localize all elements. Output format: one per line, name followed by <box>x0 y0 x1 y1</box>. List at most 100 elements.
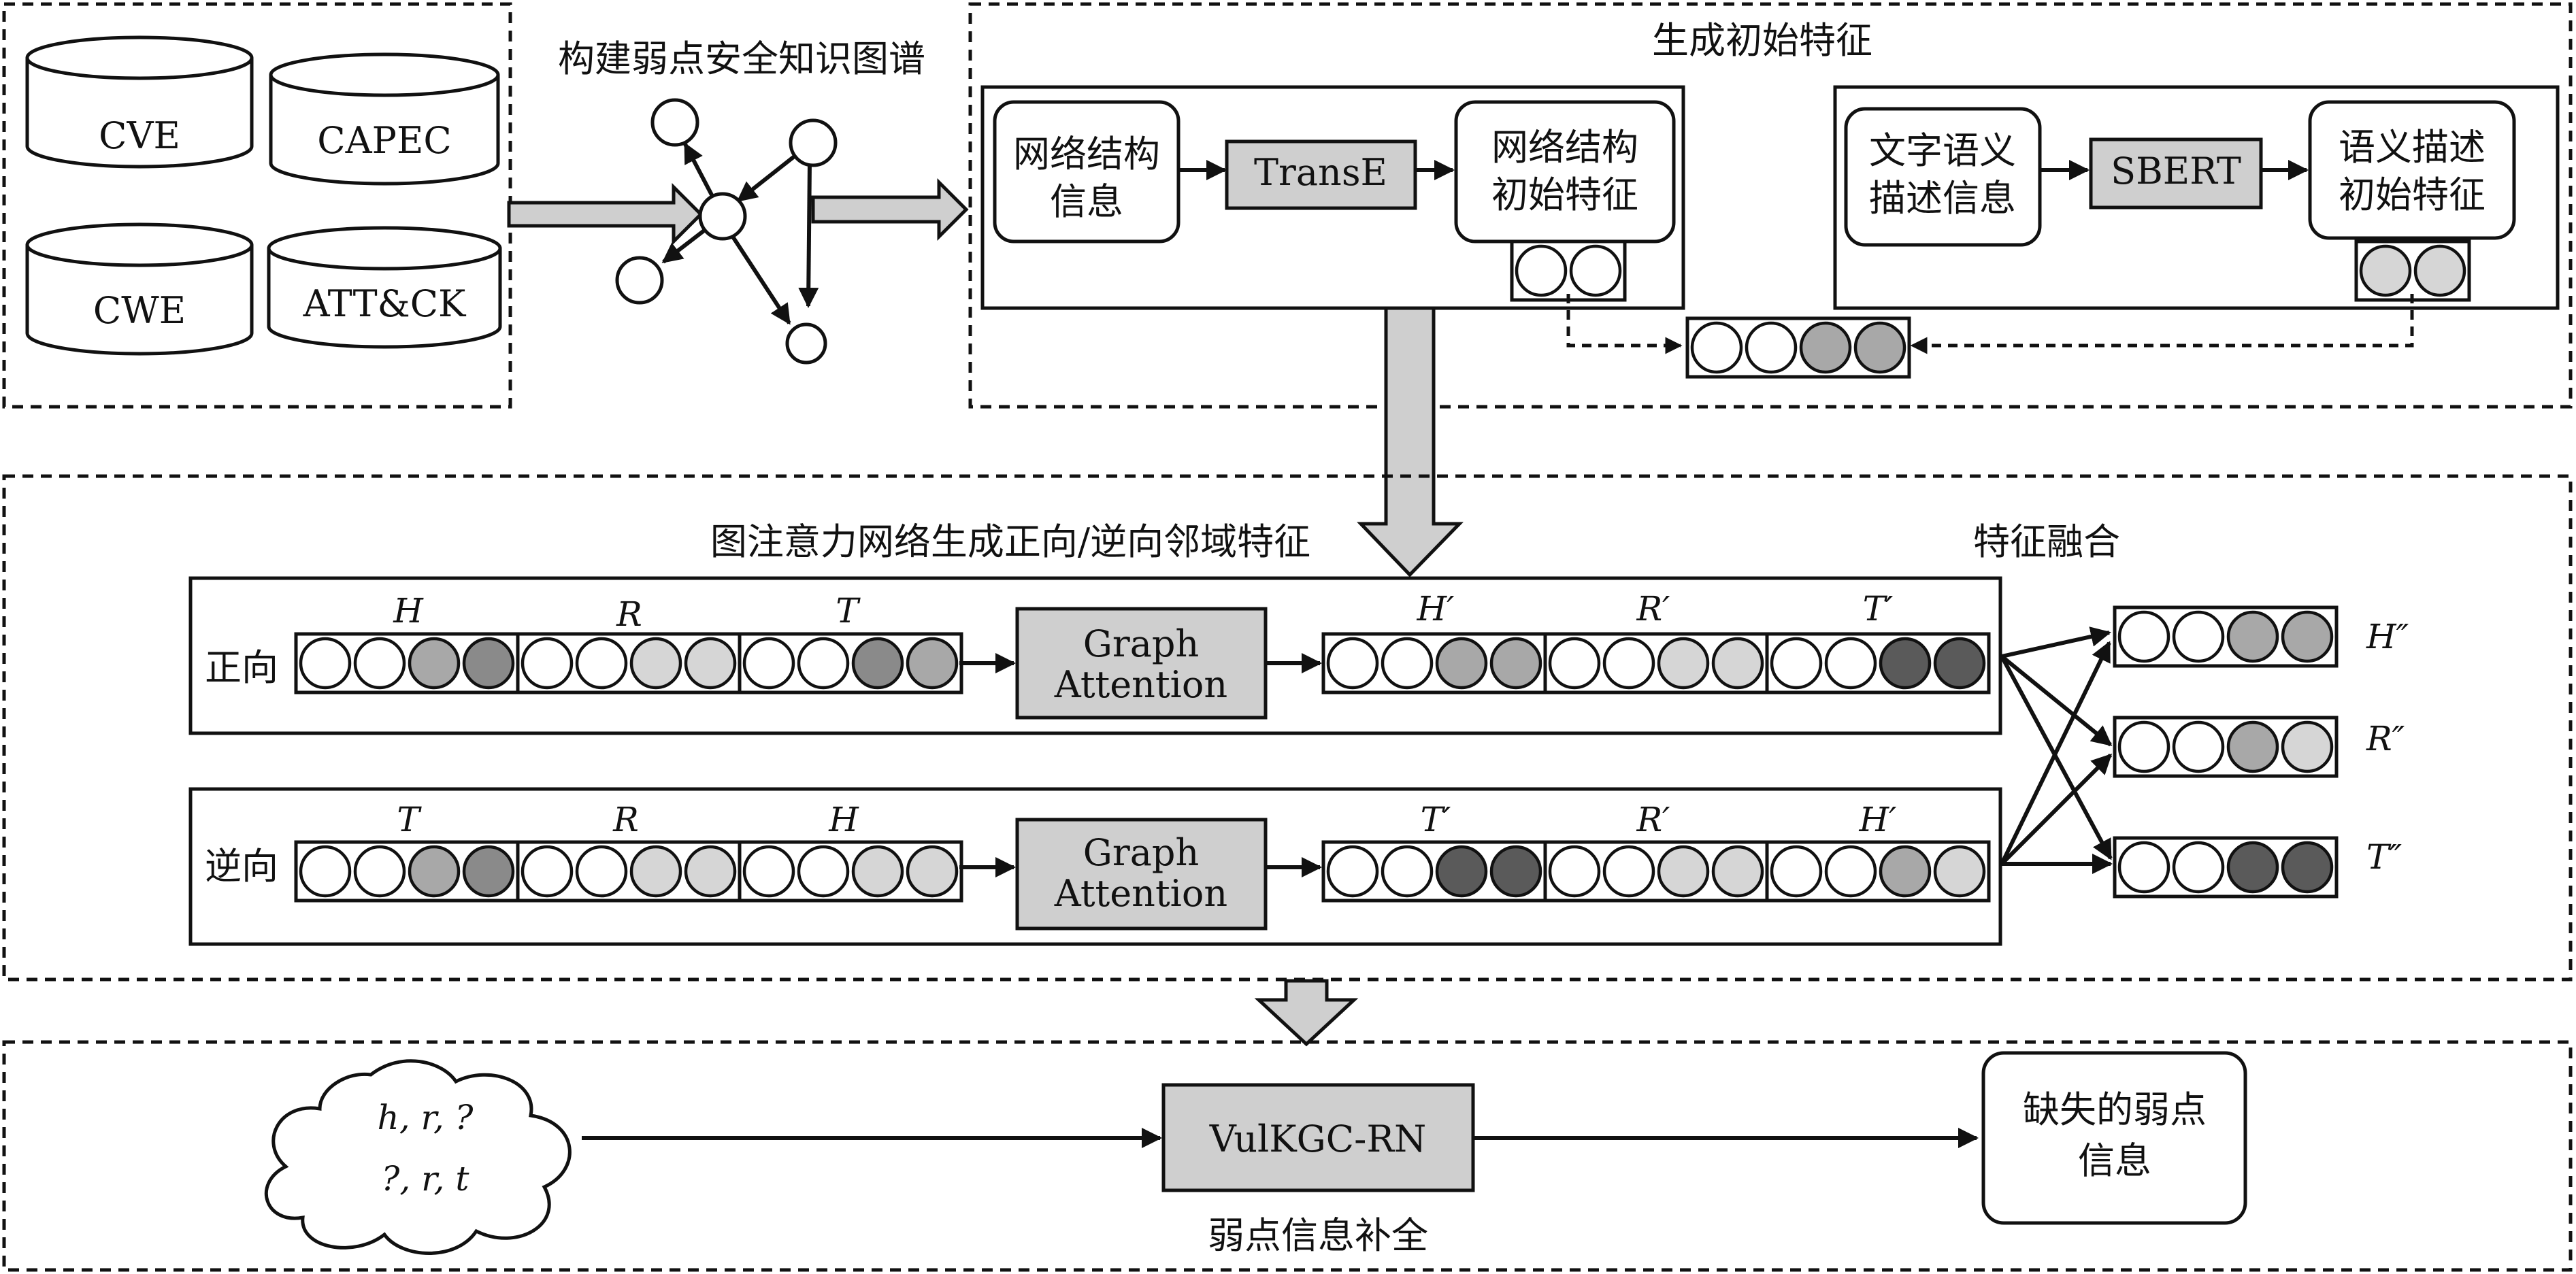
vulkgc-rn-label: VulKGC-RN <box>1209 1118 1427 1160</box>
struct-feat-box <box>1454 100 1676 244</box>
fwd-out-vec-cell <box>1381 637 1434 690</box>
rev-in-vec-cell <box>742 845 795 898</box>
rev-in-t: T <box>397 800 422 839</box>
fwd-in-h: H <box>393 591 424 631</box>
struct-vec-cell <box>1515 244 1568 297</box>
rev-in-vec-cell <box>906 845 959 898</box>
fwd-out-vec-cell <box>1435 637 1488 690</box>
fused-r-vec-cell <box>2117 720 2170 773</box>
fwd-in-vec-cell <box>353 637 406 690</box>
struct-info-line2: 信息 <box>1050 180 1123 223</box>
fwd-in-vec-cell <box>521 637 574 690</box>
cwe-db: CWE <box>25 222 254 356</box>
forward-gat-line1: Graph <box>1083 622 1200 665</box>
transe-block <box>1225 139 1417 210</box>
fwd-out-vec-cell <box>1548 637 1601 690</box>
fusion-title: 特征融合 <box>1973 520 2120 563</box>
fused-h-vec-cell <box>2281 610 2334 663</box>
rev-out-h: H′ <box>1859 800 1898 839</box>
forward-input-vectors <box>294 632 963 694</box>
transe-label: TransE <box>1254 151 1387 194</box>
reverse-input-vectors <box>294 840 963 903</box>
rev-out-t: T′ <box>1421 800 1451 839</box>
fwd-in-vec-cell <box>575 637 628 690</box>
fwd-in-vec-cell <box>797 637 850 690</box>
output-line2: 信息 <box>2078 1139 2151 1182</box>
struct-feat-vector <box>1510 239 1627 302</box>
merged-vec-cell <box>1853 321 1906 374</box>
completion-panel <box>2 1040 2573 1272</box>
output-line1: 缺失的弱点 <box>2023 1088 2207 1131</box>
rev-out-vec-cell <box>1824 845 1877 898</box>
sem-vec-cell <box>2413 244 2466 297</box>
fused-h: H″ <box>2366 617 2409 656</box>
capec-label: CAPEC <box>317 119 451 162</box>
fused-r: R″ <box>2366 719 2405 758</box>
cwe-label: CWE <box>93 289 186 332</box>
fusion-arrows <box>2000 626 2113 874</box>
forward-output-vectors <box>1321 632 1991 694</box>
rev-out-vec-cell <box>1381 845 1434 898</box>
features-to-gat-arrow <box>1357 306 1464 577</box>
fwd-out-vec-cell <box>1770 637 1823 690</box>
rev-in-vec-cell <box>797 845 850 898</box>
text-info-line2: 描述信息 <box>1869 177 2016 220</box>
rev-out-vec-cell <box>1879 845 1932 898</box>
fused-t-vec-cell <box>2226 841 2279 894</box>
gat-title: 图注意力网络生成正向/逆向邻域特征 <box>710 520 1310 563</box>
rev-out-vec-cell <box>1933 845 1986 898</box>
rev-out-vec-cell <box>1770 845 1823 898</box>
fwd-in-vec-cell <box>684 637 737 690</box>
text-info-box <box>1844 107 2042 247</box>
sbert-label: SBERT <box>2111 150 2241 192</box>
fwd-out-vec-cell <box>1879 637 1932 690</box>
init-feature-panel <box>968 2 2573 409</box>
fused-h-vec-cell <box>2117 610 2170 663</box>
fused-t-vec-cell <box>2281 841 2334 894</box>
kg-build-title: 构建弱点安全知识图谱 <box>558 37 925 80</box>
reverse-gat-line1: Graph <box>1083 831 1200 874</box>
capec-db: CAPEC <box>269 52 500 186</box>
fwd-in-vec-cell <box>906 637 959 690</box>
rev-out-vec-cell <box>1326 845 1379 898</box>
rev-in-vec-cell <box>408 845 461 898</box>
rev-out-vec-cell <box>1489 845 1542 898</box>
fwd-out-r: R′ <box>1636 589 1671 628</box>
merged-vec-cell <box>1690 321 1743 374</box>
struct-vec-cell <box>1569 244 1622 297</box>
gat-to-completion-arrow <box>1254 979 1359 1047</box>
merged-init-vector <box>1685 316 1911 379</box>
sem-feat-line2: 初始特征 <box>2339 173 2486 216</box>
completion-title: 弱点信息补全 <box>1208 1214 1428 1257</box>
fused-h-vec-cell <box>2172 610 2225 663</box>
query-cloud <box>265 1059 572 1255</box>
fwd-in-vec-cell <box>851 637 904 690</box>
struct-info-line1: 网络结构 <box>1013 133 1160 175</box>
struct-feat-line2: 初始特征 <box>1491 173 1638 216</box>
kg-sketch <box>615 98 838 365</box>
fused-vectors <box>2113 605 2339 899</box>
fused-r-vec-cell <box>2281 720 2334 773</box>
fused-t-vec-cell <box>2172 841 2225 894</box>
fwd-out-vec-cell <box>1933 637 1986 690</box>
query-line1: h, r, ? <box>378 1098 474 1137</box>
gat-panel <box>2 474 2573 982</box>
rev-in-vec-cell <box>629 845 682 898</box>
fwd-out-vec-cell <box>1489 637 1542 690</box>
rev-in-vec-cell <box>851 845 904 898</box>
fwd-out-vec-cell <box>1657 637 1710 690</box>
rev-in-vec-cell <box>521 845 574 898</box>
rev-out-vec-cell <box>1548 845 1601 898</box>
fwd-out-h: H′ <box>1417 589 1455 628</box>
rev-out-vec-cell <box>1435 845 1488 898</box>
fwd-out-vec-cell <box>1824 637 1877 690</box>
reverse-gat-line2: Attention <box>1054 872 1227 915</box>
cve-label: CVE <box>99 114 180 157</box>
query-line2: ?, r, t <box>382 1159 470 1198</box>
merged-vec-cell <box>1745 321 1798 374</box>
fwd-in-vec-cell <box>629 637 682 690</box>
kg-to-features-arrow <box>811 178 969 241</box>
sources-to-kg-arrow <box>507 182 704 246</box>
forward-label: 正向 <box>205 646 278 689</box>
